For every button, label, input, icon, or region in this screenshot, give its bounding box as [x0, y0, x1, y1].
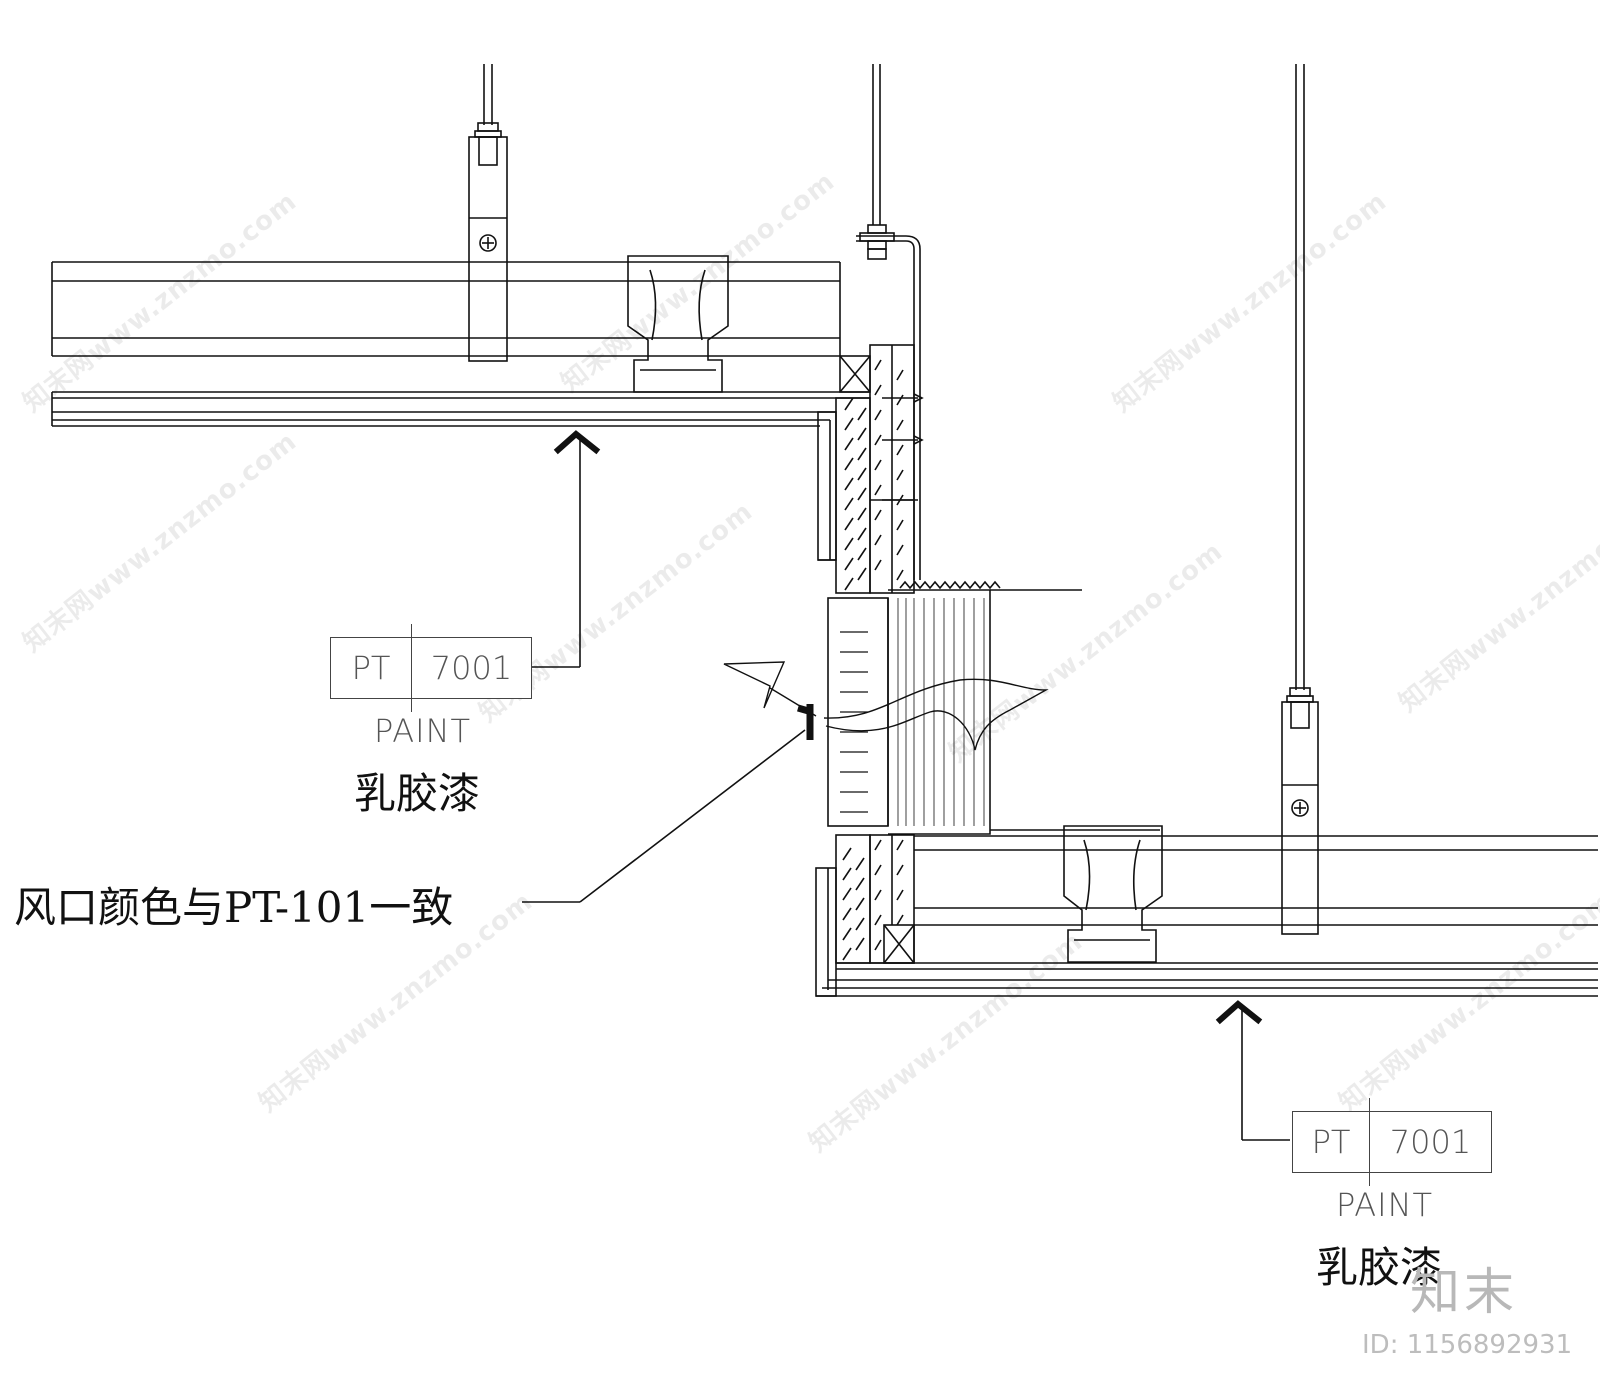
lower-clip — [1063, 825, 1163, 963]
upper-leader-line — [530, 430, 601, 668]
diffuser-callout: 风口颜色与PT-101一致 — [14, 883, 454, 932]
vertical-wall-lower — [815, 834, 915, 997]
tag-caption: PAINT — [374, 712, 472, 750]
hanger-rod-left — [468, 64, 508, 362]
hanger-rod-right — [1281, 64, 1319, 935]
watermark-logo: 知末 — [1410, 1263, 1518, 1321]
vertical-wall-upper — [817, 344, 924, 594]
tag-code: PT — [1311, 1123, 1351, 1161]
lower-ceiling-section — [815, 64, 1598, 1141]
tag-code: PT — [351, 649, 391, 687]
tag-number: 7001 — [1389, 1123, 1472, 1161]
upper-ceiling-section — [51, 64, 924, 668]
lower-main-channel — [914, 835, 1598, 926]
lower-leader-line — [1215, 1000, 1290, 1141]
air-diffuser — [522, 580, 1160, 903]
hanger-rod-middle — [856, 64, 921, 580]
material-label: 乳胶漆 — [354, 769, 481, 818]
tag-divider — [411, 624, 412, 712]
tag-divider — [1369, 1098, 1370, 1186]
upper-gypsum-board — [51, 391, 870, 427]
material-tag-upper: PT 7001 — [330, 624, 532, 712]
tag-caption: PAINT — [1336, 1186, 1434, 1224]
material-label: 乳胶漆 — [1316, 1243, 1443, 1292]
tag-number: 7001 — [430, 649, 513, 687]
lower-gypsum-board — [816, 962, 1598, 997]
material-tag-lower: PT 7001 — [1292, 1098, 1492, 1186]
image-id: ID: 1156892931 — [1362, 1330, 1573, 1360]
